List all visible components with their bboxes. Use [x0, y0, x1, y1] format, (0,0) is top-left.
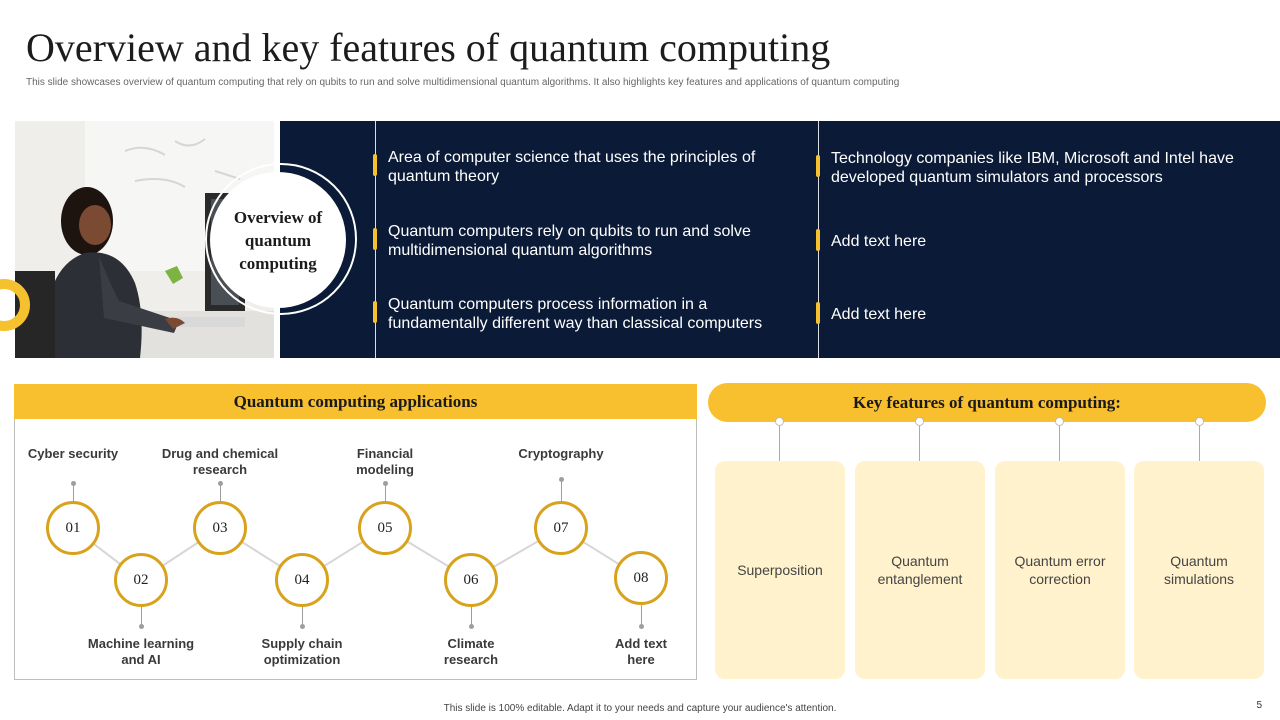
page-number: 5 [1256, 700, 1262, 711]
application-node-08: 08 [614, 551, 668, 605]
features-heading: Key features of quantum computing: [853, 392, 1121, 412]
feature-card-label: Quantum simulations [1163, 553, 1235, 587]
application-label: Machine learning and AI [87, 636, 195, 667]
overview-bullet-bar [373, 301, 377, 323]
overview-item: Area of computer science that uses the p… [388, 149, 756, 185]
applications-heading: Quantum computing applications [233, 391, 478, 411]
application-node-06: 06 [444, 553, 498, 607]
feature-connector-stem [779, 426, 780, 461]
feature-connector-dot [775, 417, 784, 426]
overview-circle-label: Overview of quantum computing [233, 207, 323, 273]
node-stem [220, 485, 221, 502]
node-dot [559, 477, 564, 482]
feature-card-entanglement: Quantum entanglement [855, 461, 985, 679]
node-dot [300, 624, 305, 629]
overview-item: Technology companies like IBM, Microsoft… [831, 150, 1234, 186]
overview-item: Add text here [831, 233, 927, 250]
feature-card-label: Quantum entanglement [877, 553, 963, 587]
application-node-04: 04 [275, 553, 329, 607]
node-dot [71, 481, 76, 486]
application-label: Financial modeling [356, 446, 414, 477]
application-label: Add text here [615, 636, 667, 667]
slide-title: Overview and key features of quantum com… [26, 25, 831, 70]
feature-connector-dot [915, 417, 924, 426]
application-label: Supply chain optimization [261, 636, 343, 667]
application-node-01: 01 [46, 501, 100, 555]
decorative-yellow-arc [0, 279, 30, 331]
application-node-02: 02 [114, 553, 168, 607]
node-stem [141, 607, 142, 626]
node-stem [471, 607, 472, 626]
feature-connector-stem [919, 426, 920, 461]
application-node-03: 03 [193, 501, 247, 555]
overview-item: Quantum computers rely on qubits to run … [388, 223, 751, 259]
application-label: Climate research [443, 636, 499, 667]
overview-bullet-bar [816, 155, 820, 177]
slide-subtitle: This slide showcases overview of quantum… [26, 77, 900, 88]
overview-bullet-bar [816, 302, 820, 324]
overview-circle-ring [205, 163, 357, 315]
node-dot [139, 624, 144, 629]
node-stem [73, 485, 74, 502]
application-node-05: 05 [358, 501, 412, 555]
feature-connector-stem [1059, 426, 1060, 461]
applications-header: Quantum computing applications [14, 384, 697, 419]
node-stem [385, 485, 386, 502]
overview-item: Add text here [831, 306, 927, 323]
feature-card-label: Superposition [737, 562, 823, 578]
overview-panel [280, 121, 1280, 358]
overview-bullet-bar [816, 229, 820, 251]
overview-circle: Overview of quantum computing [210, 172, 346, 308]
node-stem [641, 605, 642, 626]
features-header: Key features of quantum computing: [708, 383, 1266, 422]
feature-connector-dot [1055, 417, 1064, 426]
overview-bullet-bar [373, 228, 377, 250]
feature-card-superposition: Superposition [715, 461, 845, 679]
application-label: Cryptography [518, 446, 604, 461]
node-dot [383, 481, 388, 486]
node-stem [561, 481, 562, 502]
feature-card-error-correction: Quantum error correction [995, 461, 1125, 679]
node-dot [469, 624, 474, 629]
footer-note: This slide is 100% editable. Adapt it to… [443, 703, 837, 714]
node-dot [639, 624, 644, 629]
application-node-07: 07 [534, 501, 588, 555]
feature-connector-stem [1199, 426, 1200, 461]
node-dot [218, 481, 223, 486]
feature-card-label: Quantum error correction [1014, 553, 1106, 587]
application-label: Drug and chemical research [161, 446, 279, 477]
feature-connector-dot [1195, 417, 1204, 426]
node-stem [302, 607, 303, 626]
application-label: Cyber security [27, 446, 119, 461]
overview-bullet-bar [373, 154, 377, 176]
feature-card-simulations: Quantum simulations [1134, 461, 1264, 679]
overview-item: Quantum computers process information in… [388, 296, 763, 332]
